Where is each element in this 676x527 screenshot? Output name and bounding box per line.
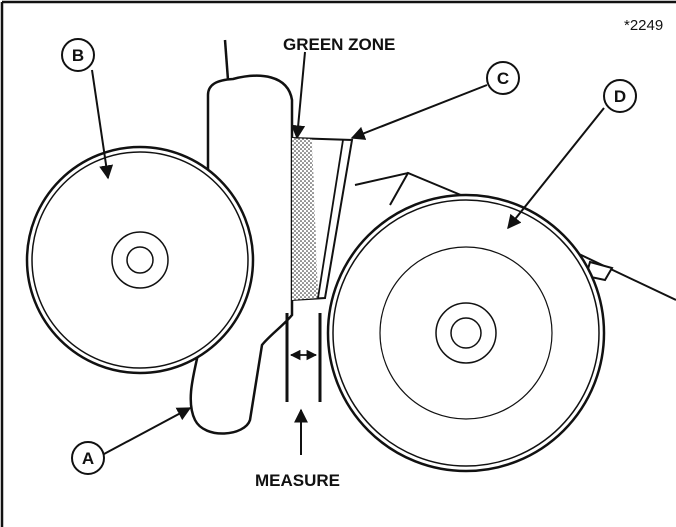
wear-pad-c bbox=[291, 136, 354, 302]
measure-indicator bbox=[285, 313, 322, 455]
svg-text:D: D bbox=[614, 87, 626, 106]
svg-text:A: A bbox=[82, 449, 94, 468]
svg-text:C: C bbox=[497, 69, 509, 88]
green-zone-label: GREEN ZONE bbox=[283, 35, 395, 54]
callout-a: A bbox=[71, 441, 105, 475]
measure-label: MEASURE bbox=[255, 471, 340, 490]
wheel-d bbox=[326, 193, 606, 473]
leader-lines bbox=[91, 51, 605, 455]
wheel-b bbox=[25, 145, 255, 375]
green-zone-area bbox=[292, 138, 318, 300]
reference-number: *2249 bbox=[624, 17, 663, 34]
svg-text:B: B bbox=[72, 46, 84, 65]
callout-b: B bbox=[61, 38, 95, 72]
callout-d: D bbox=[603, 79, 637, 113]
callout-c: C bbox=[486, 61, 520, 95]
